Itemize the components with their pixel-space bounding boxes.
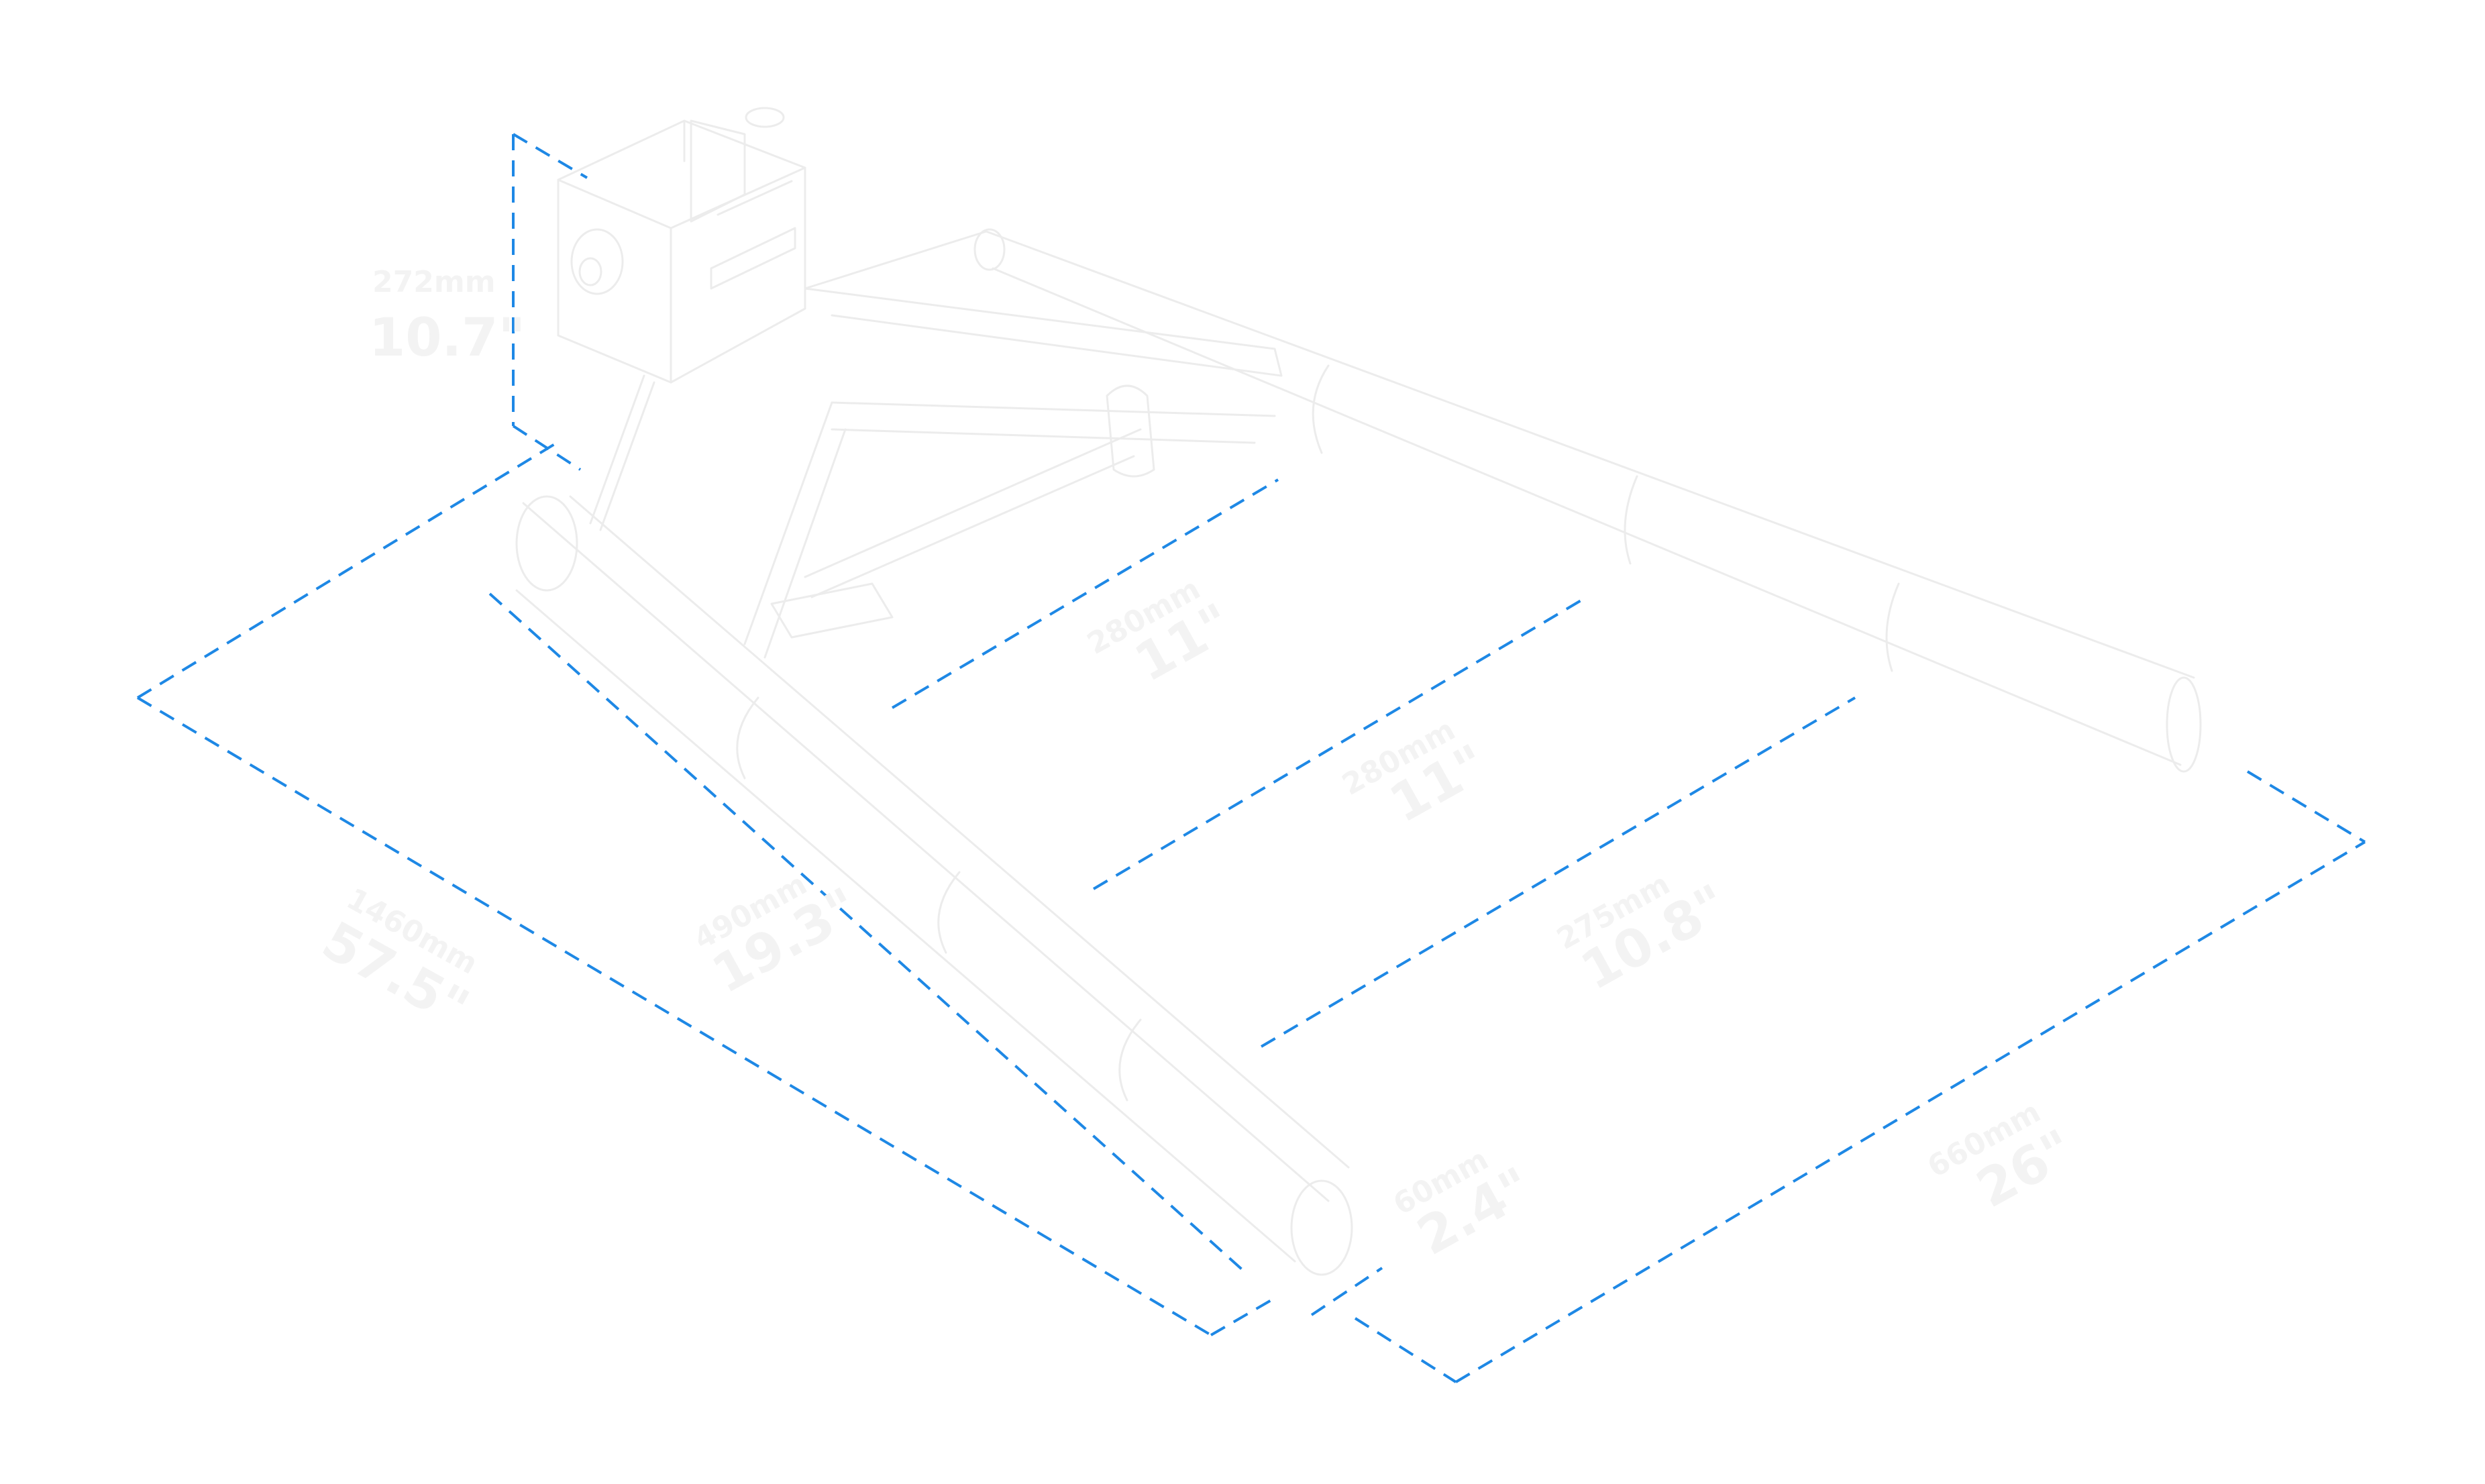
frame: [589, 230, 1283, 659]
dimension-lines: [136, 133, 2366, 1383]
roller-span-1-line: [891, 478, 1279, 709]
total-length-main-line: [136, 696, 1212, 1336]
total-length-end-tick: [1210, 1297, 1276, 1336]
total-length-top-line: [136, 441, 558, 699]
total-width-end-tick: [2246, 770, 2366, 843]
dimension-labels: 272mm 10.7" 1460mm 57.5" 490mm 19.3" 280…: [312, 265, 2084, 1267]
height-top-tick: [512, 133, 588, 179]
product-outline: [515, 107, 2202, 1276]
roller-diameter-line: [1310, 1267, 1383, 1316]
height-imperial-label: 10.7": [369, 308, 525, 368]
roller-span-2-line: [1092, 596, 1588, 890]
front-roller: [515, 495, 1353, 1276]
mounting-bracket: [557, 107, 806, 384]
height-metric-label: 272mm: [372, 265, 496, 299]
upper-tube: [973, 228, 2202, 773]
total-width-main-line: [1455, 841, 2366, 1383]
total-width-bottom-tick: [1354, 1317, 1457, 1383]
roller-span-3-line: [1260, 696, 1856, 1048]
arm-length-line: [488, 592, 1249, 1276]
